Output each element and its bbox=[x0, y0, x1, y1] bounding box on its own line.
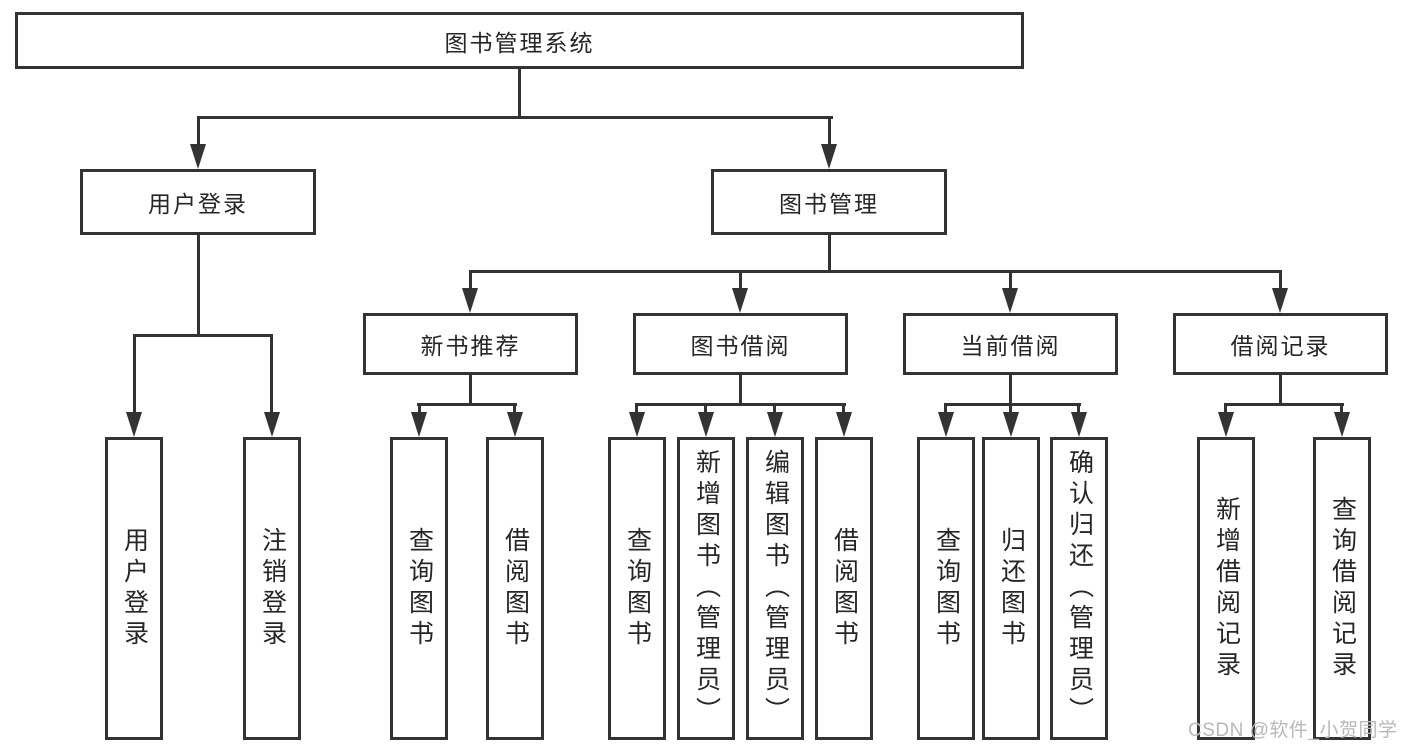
arrow-down-icon bbox=[1003, 412, 1019, 437]
arrow-down-icon bbox=[698, 412, 714, 437]
connector-line bbox=[635, 403, 638, 415]
arrow-down-icon bbox=[938, 412, 954, 437]
node-label: 编辑图书（管理员） bbox=[761, 449, 790, 728]
node-label: 新增图书（管理员） bbox=[692, 449, 721, 728]
leaf-query-books-current: 查询图书 bbox=[917, 437, 975, 740]
arrow-down-icon bbox=[1002, 288, 1018, 313]
arrow-down-icon bbox=[507, 412, 523, 437]
connector-line bbox=[773, 403, 776, 415]
node-label: 查询图书 bbox=[405, 526, 434, 651]
leaf-borrow-books-recommend: 借阅图书 bbox=[486, 437, 544, 740]
leaf-logout: 注销登录 bbox=[243, 437, 301, 740]
connector-line bbox=[469, 375, 472, 406]
node-label: 借阅图书 bbox=[830, 526, 859, 651]
connector-line bbox=[1279, 375, 1282, 406]
connector-line bbox=[133, 334, 136, 414]
node-library-system: 图书管理系统 bbox=[15, 12, 1024, 69]
arrow-down-icon bbox=[1071, 412, 1087, 437]
connector-line bbox=[513, 403, 516, 415]
leaf-user-login: 用户登录 bbox=[105, 437, 163, 740]
connector-line bbox=[1077, 403, 1080, 415]
arrow-down-icon bbox=[190, 144, 206, 169]
arrow-down-icon bbox=[732, 288, 748, 313]
node-label: 用户登录 bbox=[148, 191, 248, 217]
connector-line bbox=[469, 270, 1282, 273]
node-label: 新增借阅记录 bbox=[1212, 495, 1241, 682]
connector-line bbox=[1340, 403, 1343, 415]
connector-line bbox=[417, 403, 517, 406]
arrow-down-icon bbox=[767, 412, 783, 437]
node-label: 查询图书 bbox=[932, 526, 961, 651]
arrow-down-icon bbox=[462, 288, 478, 313]
arrow-down-icon bbox=[821, 144, 837, 169]
watermark: CSDN @软件_小贺同学 bbox=[1188, 720, 1398, 741]
arrow-down-icon bbox=[1334, 412, 1350, 437]
connector-line bbox=[197, 116, 833, 119]
node-label: 查询图书 bbox=[623, 526, 652, 651]
leaf-return-book: 归还图书 bbox=[982, 437, 1040, 740]
leaf-add-borrow-record: 新增借阅记录 bbox=[1197, 437, 1255, 740]
arrow-down-icon bbox=[836, 412, 852, 437]
connector-line bbox=[469, 270, 472, 291]
connector-line bbox=[828, 116, 831, 147]
leaf-confirm-return-admin: 确认归还（管理员） bbox=[1050, 437, 1108, 740]
connector-line bbox=[1224, 403, 1344, 406]
connector-line bbox=[197, 235, 200, 337]
connector-line bbox=[133, 334, 273, 337]
node-label: 注销登录 bbox=[258, 526, 287, 651]
node-book-management: 图书管理 bbox=[711, 169, 947, 235]
node-current-borrowing: 当前借阅 bbox=[903, 313, 1118, 375]
node-borrowing-records: 借阅记录 bbox=[1173, 313, 1388, 375]
node-label: 用户登录 bbox=[120, 526, 149, 651]
connector-line bbox=[739, 375, 742, 406]
node-label: 图书借阅 bbox=[690, 333, 791, 359]
arrow-down-icon bbox=[1218, 412, 1234, 437]
node-new-book-recommend: 新书推荐 bbox=[363, 313, 578, 375]
connector-line bbox=[704, 403, 707, 415]
node-label: 图书管理 bbox=[779, 191, 879, 217]
node-label: 当前借阅 bbox=[960, 333, 1061, 359]
leaf-borrow-books: 借阅图书 bbox=[815, 437, 873, 740]
connector-line bbox=[944, 403, 947, 415]
leaf-query-books-recommend: 查询图书 bbox=[390, 437, 448, 740]
connector-line bbox=[1009, 403, 1012, 415]
connector-line bbox=[418, 403, 421, 415]
connector-line bbox=[842, 403, 845, 415]
leaf-add-book-admin: 新增图书（管理员） bbox=[677, 437, 735, 740]
connector-line bbox=[197, 116, 200, 147]
arrow-down-icon bbox=[629, 412, 645, 437]
connector-line bbox=[1224, 403, 1227, 415]
node-label: 查询借阅记录 bbox=[1328, 495, 1357, 682]
connector-line bbox=[1009, 375, 1012, 406]
connector-line bbox=[1279, 270, 1282, 291]
arrow-down-icon bbox=[264, 412, 280, 437]
arrow-down-icon bbox=[1272, 288, 1288, 313]
node-label: 借阅图书 bbox=[501, 526, 530, 651]
node-label: 借阅记录 bbox=[1230, 333, 1331, 359]
connector-line bbox=[828, 235, 831, 273]
arrow-down-icon bbox=[126, 412, 142, 437]
node-label: 图书管理系统 bbox=[444, 29, 595, 56]
connector-line bbox=[739, 270, 742, 291]
connector-line bbox=[635, 403, 846, 406]
node-label: 归还图书 bbox=[997, 526, 1026, 651]
node-label: 确认归还（管理员） bbox=[1065, 449, 1094, 728]
node-user-login: 用户登录 bbox=[80, 169, 316, 235]
leaf-query-borrow-record: 查询借阅记录 bbox=[1313, 437, 1371, 740]
connector-line bbox=[518, 68, 521, 119]
connector-line bbox=[270, 334, 273, 414]
node-book-borrowing: 图书借阅 bbox=[633, 313, 848, 375]
node-label: 新书推荐 bbox=[420, 333, 521, 359]
arrow-down-icon bbox=[411, 412, 427, 437]
leaf-edit-book-admin: 编辑图书（管理员） bbox=[746, 437, 804, 740]
leaf-query-books-borrowing: 查询图书 bbox=[608, 437, 666, 740]
connector-line bbox=[944, 403, 1081, 406]
connector-line bbox=[1009, 270, 1012, 291]
